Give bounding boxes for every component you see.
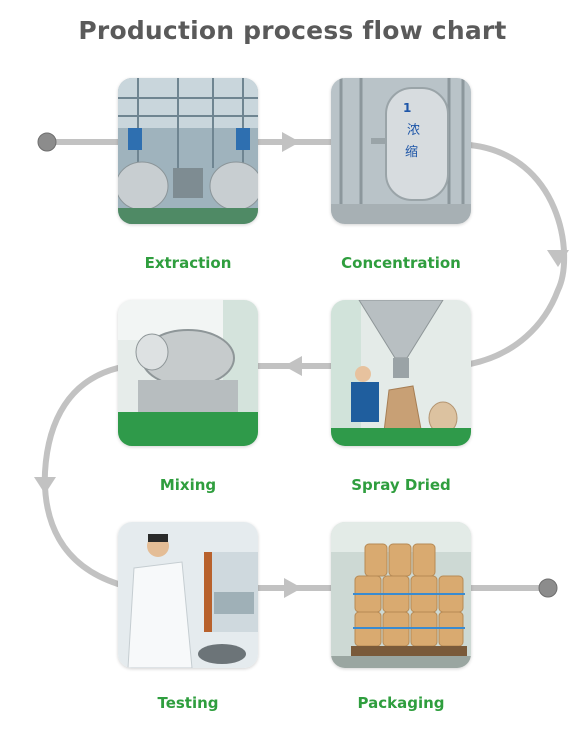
step-label-mixing: Mixing: [159, 476, 217, 494]
extraction-tanks-photo: [118, 78, 258, 224]
page-title: Production process flow chart: [78, 16, 507, 45]
arrow-down-icon: [547, 250, 569, 267]
svg-text:缩: 缩: [405, 144, 418, 160]
step-extraction-image: [118, 78, 258, 224]
concentration-vessel-photo: 1 浓 缩: [331, 78, 471, 224]
arrow-down-icon: [34, 477, 56, 494]
step-label-extraction: Extraction: [144, 254, 232, 272]
start-node-icon: [37, 132, 57, 152]
svg-text:1: 1: [403, 101, 411, 115]
end-node-icon: [538, 578, 558, 598]
connector-concentration-curve: [467, 142, 568, 367]
spray-dryer-photo: [331, 300, 471, 446]
step-spray-dried-image: [331, 300, 471, 446]
step-label-concentration: Concentration: [341, 254, 461, 272]
svg-text:浓: 浓: [407, 123, 420, 138]
step-packaging-image: [331, 522, 471, 668]
packaged-drums-photo: [331, 522, 471, 668]
arrow-right-icon: [282, 132, 300, 152]
arrow-right-icon: [284, 578, 302, 598]
step-label-testing: Testing: [157, 694, 219, 712]
step-label-spray-dried: Spray Dried: [351, 476, 451, 494]
mixing-machine-photo: [118, 300, 258, 446]
step-mixing-image: [118, 300, 258, 446]
step-label-packaging: Packaging: [357, 694, 445, 712]
lab-testing-photo: [118, 522, 258, 668]
step-testing-image: [118, 522, 258, 668]
step-concentration-image: 1 浓 缩: [331, 78, 471, 224]
arrow-left-icon: [284, 356, 302, 376]
connector-mixing-curve: [41, 365, 121, 587]
